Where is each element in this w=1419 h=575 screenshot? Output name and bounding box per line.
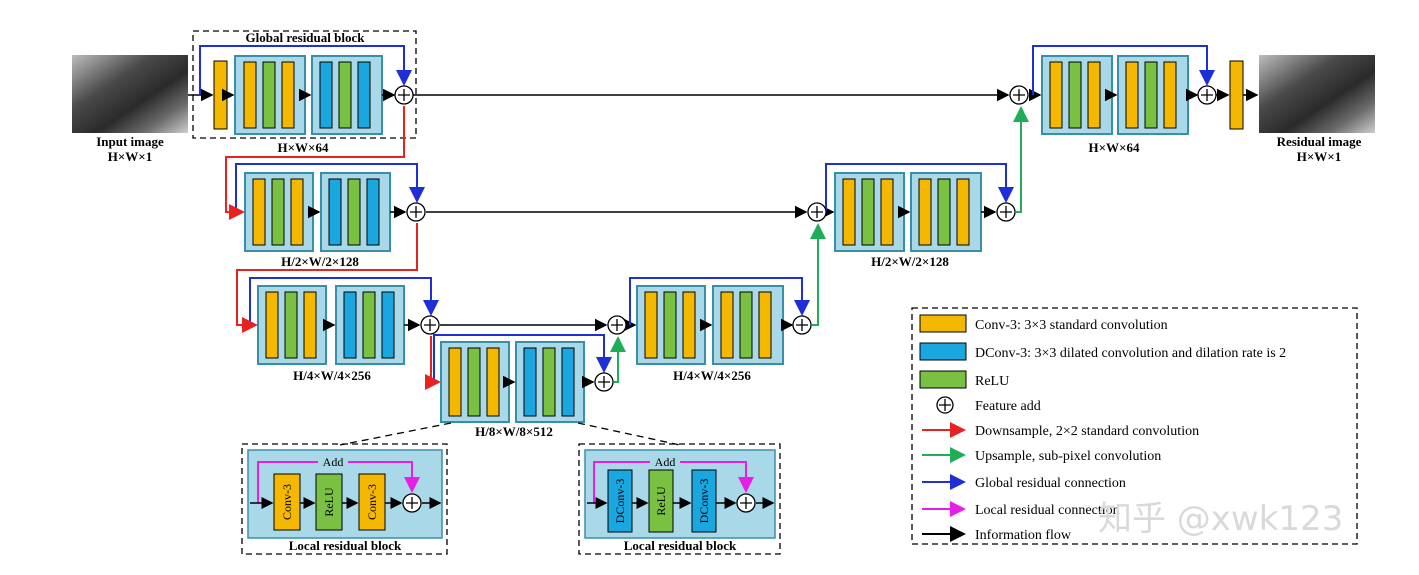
encoder-level-1 bbox=[213, 55, 383, 135]
global-residual-block-title: Global residual block bbox=[246, 30, 366, 45]
legend-label: Local residual connection bbox=[975, 503, 1120, 518]
decoder-level-3 bbox=[636, 285, 784, 365]
legend-item: Local residual connection bbox=[922, 501, 1120, 518]
local-left-layer-1: Conv-3 bbox=[280, 484, 294, 520]
information-flow-lines bbox=[188, 88, 1259, 389]
local-left-layer-2: ReLU bbox=[322, 487, 336, 517]
legend-item: Upsample, sub-pixel convolution bbox=[922, 447, 1161, 464]
legend-item: Feature add bbox=[936, 396, 1041, 414]
legend-swatch bbox=[919, 314, 967, 333]
legend-frame bbox=[911, 307, 1358, 545]
decoder-level-2-dims: H/2×W/2×128 bbox=[871, 254, 949, 269]
residual-image-thumbnail bbox=[1259, 55, 1375, 133]
upsample-connections bbox=[610, 106, 1029, 383]
legend-label: DConv-3: 3×3 dilated convolution and dil… bbox=[975, 346, 1286, 361]
local-residual-block-right: Add DConv-3 ReLU DConv-3 Local residual … bbox=[578, 443, 781, 555]
bottleneck-dims: H/8×W/8×512 bbox=[475, 424, 553, 439]
local-left-caption: Local residual block bbox=[289, 538, 402, 553]
legend-label: Conv-3: 3×3 standard convolution bbox=[975, 318, 1168, 333]
downsample-connections bbox=[225, 106, 441, 390]
input-image-dims: H×W×1 bbox=[108, 149, 152, 164]
legend-item: Global residual connection bbox=[922, 474, 1126, 491]
local-right-layer-2: ReLU bbox=[654, 486, 668, 516]
global-residual-connections bbox=[199, 45, 1215, 382]
encoder-level-3-dims: H/4×W/4×256 bbox=[293, 368, 371, 383]
decoder-level-1 bbox=[1041, 55, 1244, 135]
decoder-level-3-dims: H/4×W/4×256 bbox=[673, 368, 751, 383]
local-left-add-label: Add bbox=[323, 455, 344, 469]
input-image-thumbnail bbox=[72, 55, 188, 133]
residual-image-dims: H×W×1 bbox=[1297, 149, 1341, 164]
legend-swatch bbox=[919, 342, 967, 361]
legend-label: Information flow bbox=[975, 528, 1072, 543]
local-right-add-label: Add bbox=[655, 455, 676, 469]
input-image-label: Input image bbox=[96, 134, 164, 149]
decoder-level-1-dims: H×W×64 bbox=[1089, 140, 1140, 155]
legend-item: ReLU bbox=[919, 370, 1009, 389]
legend-item: Downsample, 2×2 standard convolution bbox=[922, 422, 1199, 439]
local-right-layer-1: DConv-3 bbox=[613, 479, 627, 524]
local-right-layer-3: DConv-3 bbox=[697, 479, 711, 524]
legend-label: Upsample, sub-pixel convolution bbox=[975, 449, 1161, 464]
encoder-level-3 bbox=[257, 285, 405, 365]
legend-label: ReLU bbox=[975, 374, 1009, 389]
bottleneck bbox=[440, 341, 585, 423]
legend-item: Conv-3: 3×3 standard convolution bbox=[919, 314, 1168, 333]
zoom-lines bbox=[339, 422, 681, 446]
global-residual-block-frame bbox=[192, 30, 417, 139]
legend-label: Global residual connection bbox=[975, 476, 1126, 491]
local-residual-block-left: Add Conv-3 ReLU Conv-3 Local residual bl… bbox=[241, 443, 448, 555]
feature-add-crosses bbox=[398, 89, 1213, 388]
legend-item: DConv-3: 3×3 dilated convolution and dil… bbox=[919, 342, 1286, 361]
local-right-caption: Local residual block bbox=[624, 538, 737, 553]
legend: Conv-3: 3×3 standard convolutionDConv-3:… bbox=[919, 314, 1286, 543]
legend-label: Feature add bbox=[975, 399, 1041, 414]
legend-item: Information flow bbox=[922, 526, 1072, 543]
encoder-level-2-dims: H/2×W/2×128 bbox=[281, 254, 359, 269]
legend-swatch bbox=[919, 370, 967, 389]
encoder-level-1-dims: H×W×64 bbox=[278, 140, 329, 155]
watermark: 知乎 @xwk123 bbox=[1098, 499, 1343, 539]
local-left-layer-3: Conv-3 bbox=[365, 484, 379, 520]
legend-label: Downsample, 2×2 standard convolution bbox=[975, 424, 1199, 439]
residual-image-label: Residual image bbox=[1277, 134, 1362, 149]
encoder-level-2 bbox=[244, 172, 391, 252]
